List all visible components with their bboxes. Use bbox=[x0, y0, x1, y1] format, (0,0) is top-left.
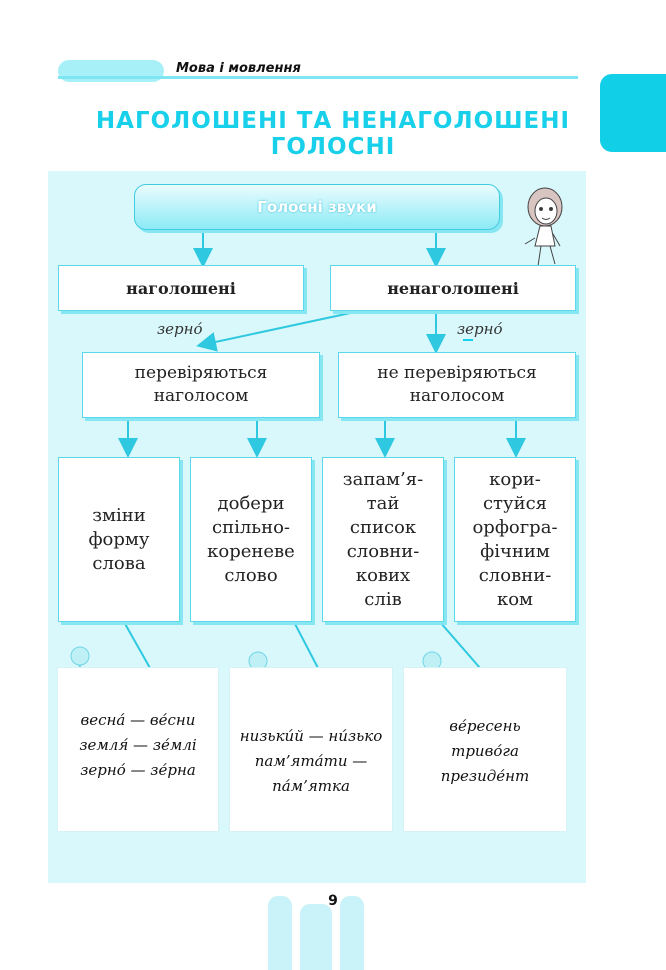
rule-line: добери bbox=[217, 492, 285, 514]
rule-line: слів bbox=[364, 588, 402, 610]
unstressed-node: ненаголошені bbox=[330, 265, 576, 311]
note-line: земля́ — зе́млі bbox=[79, 736, 197, 754]
page-title-line2: ГОЛОСНІ bbox=[270, 134, 396, 160]
page-title-line1: НАГОЛОШЕНІ ТА НЕНАГОЛОШЕНІ bbox=[95, 108, 571, 134]
not-checked-line1: не перевіряються bbox=[377, 363, 537, 383]
rule-line: словни- bbox=[346, 540, 420, 562]
rule-line: кових bbox=[355, 564, 411, 586]
rule-line: форму bbox=[88, 528, 150, 550]
note-text: низьки́й — ни́зько пам’ята́ти — па́м’ятк… bbox=[230, 724, 392, 799]
rule-line: зміни bbox=[92, 504, 146, 526]
checked-line2: наголосом bbox=[153, 386, 249, 406]
note-text: ве́ресень триво́га президе́нт bbox=[404, 714, 566, 789]
footer-bar bbox=[300, 904, 332, 970]
rule-line: орфогра- bbox=[472, 516, 558, 538]
example-note-3: ве́ресень триво́га президе́нт bbox=[404, 668, 566, 831]
example-right: зерно́ bbox=[457, 320, 503, 338]
short-vowel-mark bbox=[463, 339, 473, 341]
note-line: ве́ресень bbox=[449, 717, 521, 735]
page-title: НАГОЛОШЕНІ ТА НЕНАГОЛОШЕНІ ГОЛОСНІ bbox=[40, 108, 626, 160]
note-text: весна́ — ве́сни земля́ — зе́млі зерно́ —… bbox=[58, 708, 218, 783]
example-note-2: низьки́й — ни́зько пам’ята́ти — па́м’ятк… bbox=[230, 668, 392, 831]
rule-line: запам’я- bbox=[342, 468, 424, 490]
header-rule bbox=[58, 76, 578, 79]
footer-bar bbox=[268, 896, 292, 970]
root-node: Голосні звуки bbox=[134, 184, 500, 230]
rule-line: фічним bbox=[480, 540, 550, 562]
note-line: па́м’ятка bbox=[272, 777, 350, 795]
not-checked-node: не перевіряються наголосом bbox=[338, 352, 576, 418]
rule-line: стуйся bbox=[482, 492, 548, 514]
rule-change-form: зміни форму слова bbox=[58, 457, 180, 622]
page-number: 9 bbox=[328, 893, 338, 909]
girl-figure-icon bbox=[524, 187, 563, 267]
rule-line: тай bbox=[366, 492, 400, 514]
note-line: пам’ята́ти — bbox=[254, 752, 368, 770]
note-line: низьки́й — ни́зько bbox=[239, 727, 383, 745]
not-checked-line2: наголосом bbox=[409, 386, 505, 406]
rule-line: словни- bbox=[478, 564, 552, 586]
checked-node: перевіряються наголосом bbox=[82, 352, 320, 418]
rule-line: кори- bbox=[489, 468, 541, 490]
example-note-1: весна́ — ве́сни земля́ — зе́млі зерно́ —… bbox=[58, 668, 218, 831]
rule-line: слова bbox=[92, 552, 146, 574]
rule-memorize-list: запам’я- тай список словни- кових слів bbox=[322, 457, 444, 622]
rule-same-root: добери спільно- кореневе слово bbox=[190, 457, 312, 622]
footer-bar bbox=[340, 896, 364, 970]
rule-line: кореневе bbox=[207, 540, 295, 562]
rule-line: ком bbox=[496, 588, 534, 610]
rule-line: слово bbox=[224, 564, 278, 586]
rule-line: спільно- bbox=[212, 516, 290, 538]
example-left: зерно́ bbox=[157, 320, 203, 338]
note-line: триво́га bbox=[451, 742, 519, 760]
rule-line: список bbox=[349, 516, 417, 538]
note-line: зерно́ — зе́рна bbox=[80, 761, 196, 779]
rule-use-dictionary: кори- стуйся орфогра- фічним словни- ком bbox=[454, 457, 576, 622]
side-tab-marker bbox=[600, 74, 666, 152]
stressed-node: наголошені bbox=[58, 265, 304, 311]
note-line: президе́нт bbox=[440, 767, 530, 785]
section-title: Мова і мовлення bbox=[176, 61, 301, 76]
note-line: весна́ — ве́сни bbox=[80, 711, 196, 729]
checked-line1: перевіряються bbox=[134, 363, 268, 383]
